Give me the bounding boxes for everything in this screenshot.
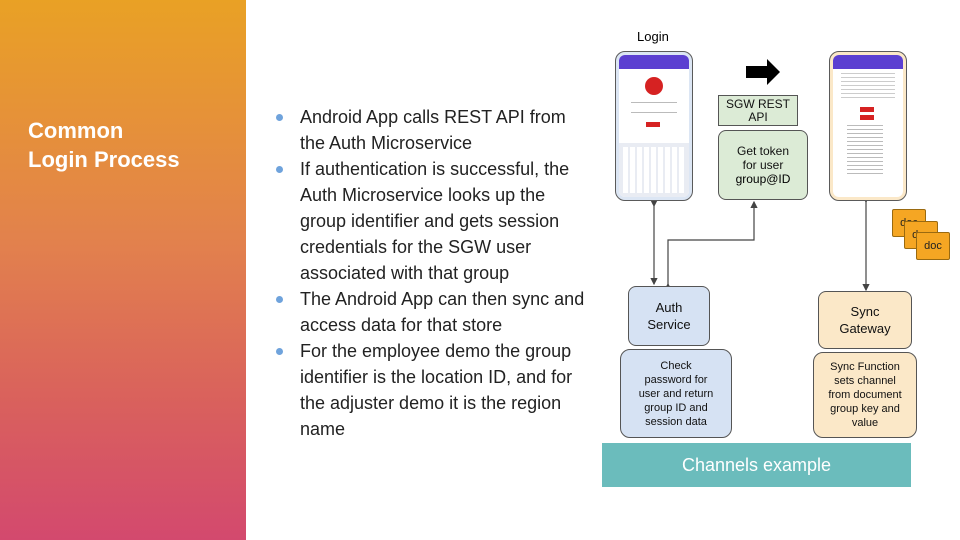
sync-function-line: value (851, 417, 879, 429)
app-logo-icon (645, 77, 663, 95)
sync-gateway-line-2: Gateway (839, 321, 891, 336)
sgw-rest-api-line-1: SGW REST (725, 96, 790, 111)
bullet-item: Android App calls REST API from the Auth… (274, 104, 594, 156)
keyboard[interactable] (619, 143, 689, 197)
sync-gateway-box: Sync Gateway (818, 291, 912, 349)
data-phone (829, 51, 907, 201)
get-token-line-1: Get token (736, 144, 790, 158)
get-token-user: group@ID (735, 172, 791, 186)
auth-service-box: Auth Service (628, 286, 710, 346)
check-password-line: password for (644, 373, 708, 386)
data-button-1[interactable] (860, 107, 874, 112)
bullet-list: Android App calls REST API from the Auth… (274, 104, 594, 442)
sync-function-line: Sync Function (830, 361, 900, 373)
phone-header (833, 55, 903, 69)
profile-fields (841, 73, 895, 101)
sgw-rest-api-line-2: API (748, 109, 768, 124)
password-field[interactable] (631, 112, 677, 113)
right-arrow-icon (746, 59, 780, 85)
check-password-line: group ID and (644, 401, 708, 414)
login-label: Login (637, 29, 669, 44)
bullet-item: For the employee demo the group identifi… (274, 338, 594, 442)
auth-token-arrow (664, 200, 758, 290)
sgw-rest-api-box: SGW REST API (718, 95, 798, 126)
get-token-line-2: for user (742, 158, 784, 172)
bullet-item: The Android App can then sync and access… (274, 286, 594, 338)
check-password-box: Check password for user and return group… (620, 349, 732, 438)
slide-title-line-1: Common (28, 118, 124, 143)
check-password-line: session data (645, 415, 707, 428)
get-token-box: Get token for user group@ID (718, 130, 808, 200)
data-button-2[interactable] (860, 115, 874, 120)
sync-gateway-line-1: Sync (850, 304, 880, 319)
doc-icon: doc (916, 232, 950, 260)
keyboard-keys[interactable] (623, 147, 685, 193)
check-password-line: user and return (638, 387, 714, 400)
data-phone-screen (833, 55, 903, 197)
phone-header (619, 55, 689, 69)
login-button[interactable] (646, 122, 660, 127)
employee-list[interactable] (847, 125, 883, 177)
login-phone-screen (619, 55, 689, 197)
slide-title-line-2: Login Process (28, 147, 180, 172)
bullet-item: If authentication is successful, the Aut… (274, 156, 594, 286)
sync-function-line: sets channel (834, 375, 896, 387)
auth-service-line-1: Auth (655, 300, 683, 315)
login-phone (615, 51, 693, 201)
username-field[interactable] (631, 102, 677, 103)
sync-function-line: from document (828, 389, 902, 401)
auth-service-line-2: Service (647, 317, 691, 332)
check-password-line: Check (660, 359, 692, 372)
sync-function-line: group key and (830, 403, 900, 415)
slide-title: Common Login Process (28, 116, 180, 174)
channels-example-banner: Channels example (602, 443, 911, 487)
sync-function-box: Sync Function sets channel from document… (813, 352, 917, 438)
title-panel: Common Login Process (0, 0, 246, 540)
